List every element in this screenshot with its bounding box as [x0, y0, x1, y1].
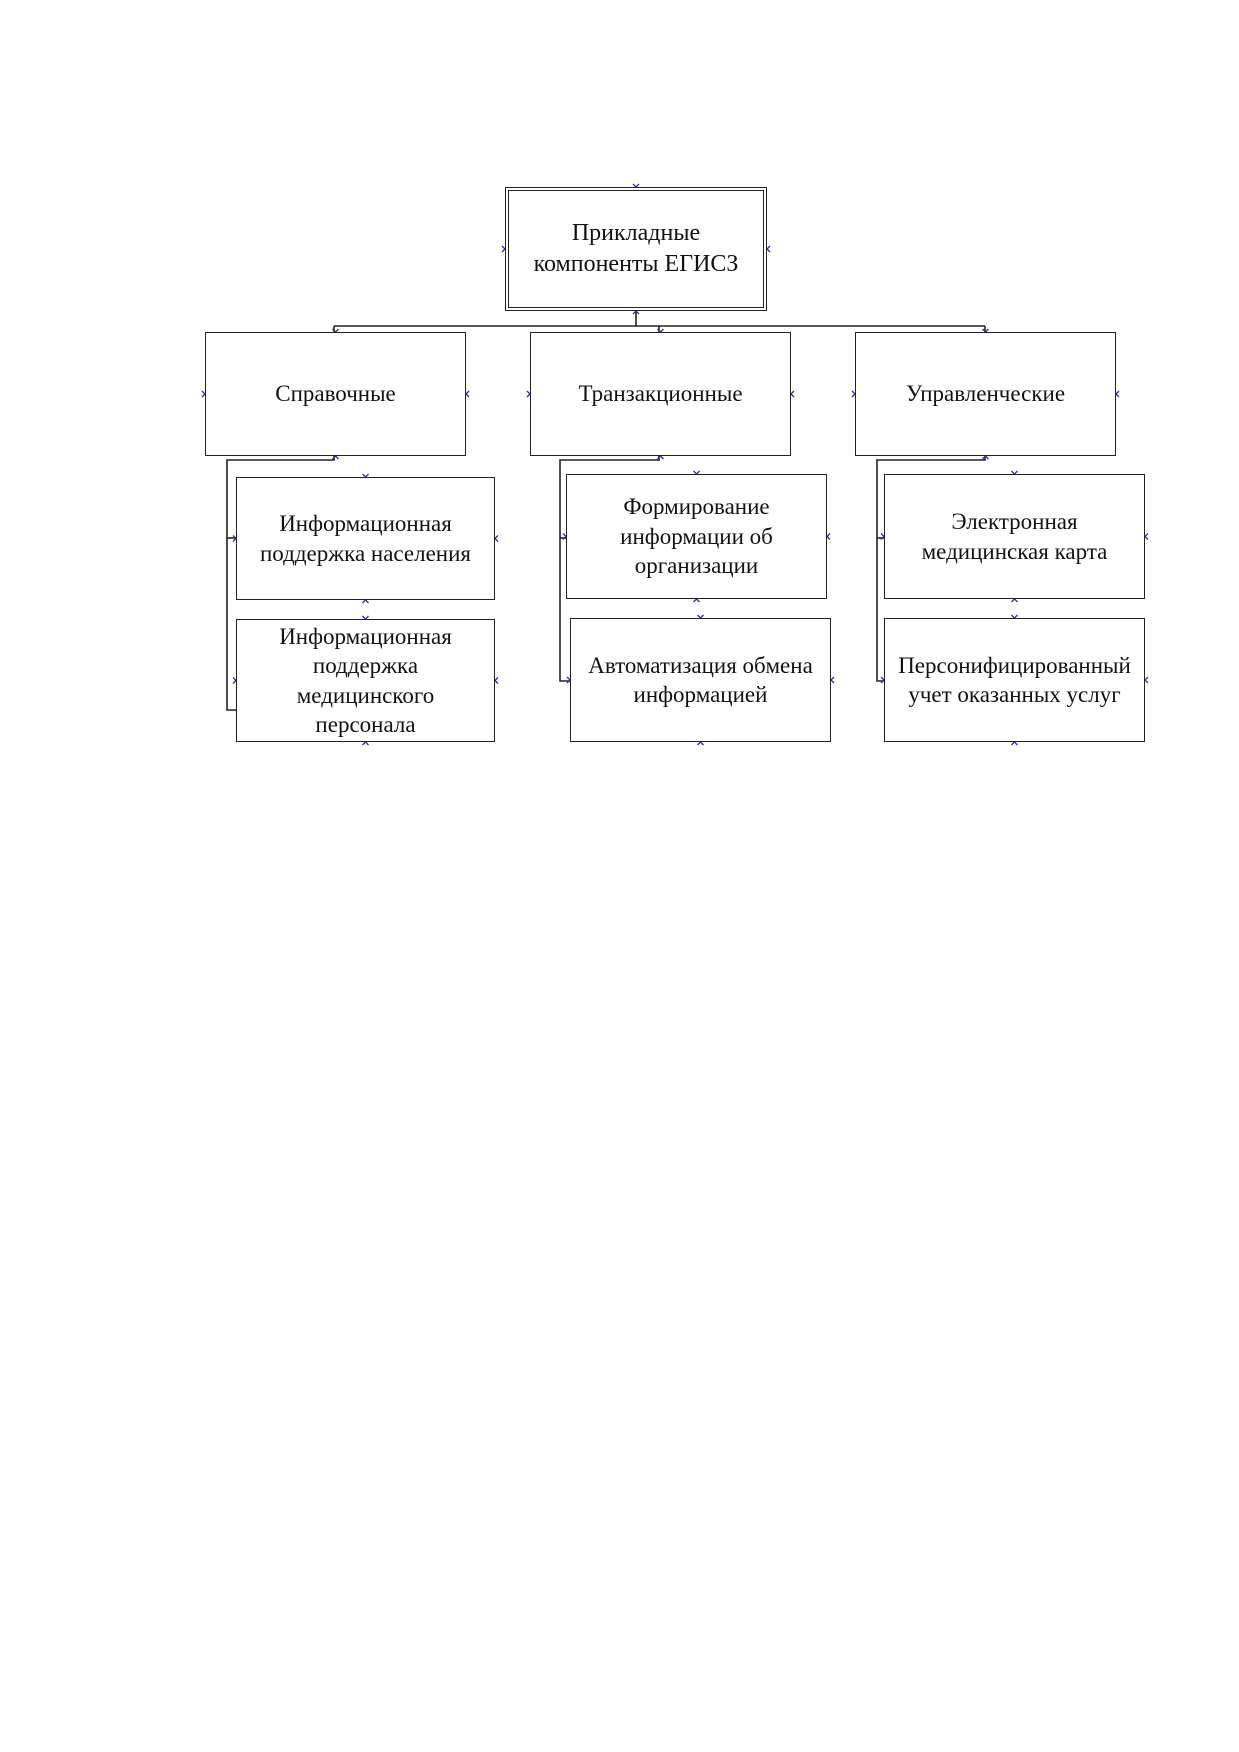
root-node: Прикладные компоненты ЕГИСЗ: [505, 187, 767, 311]
category-node-transactional: Транзакционные: [530, 332, 791, 456]
child-node-organization-info: Формирование информации об организации: [566, 474, 827, 599]
child-node-exchange-automation: Автоматизация обмена информацией: [570, 618, 831, 742]
child-node-electronic-medical-record: Электронная медицинская карта: [884, 474, 1145, 599]
child-node-population-support: Информационная поддержка населения: [236, 477, 495, 600]
category-node-reference: Справочные: [205, 332, 466, 456]
category-node-management: Управленческие: [855, 332, 1116, 456]
child-node-personalized-services: Персонифицированный учет оказанных услуг: [884, 618, 1145, 742]
child-node-medical-staff-support: Информационная поддержка медицинского пе…: [236, 619, 495, 742]
